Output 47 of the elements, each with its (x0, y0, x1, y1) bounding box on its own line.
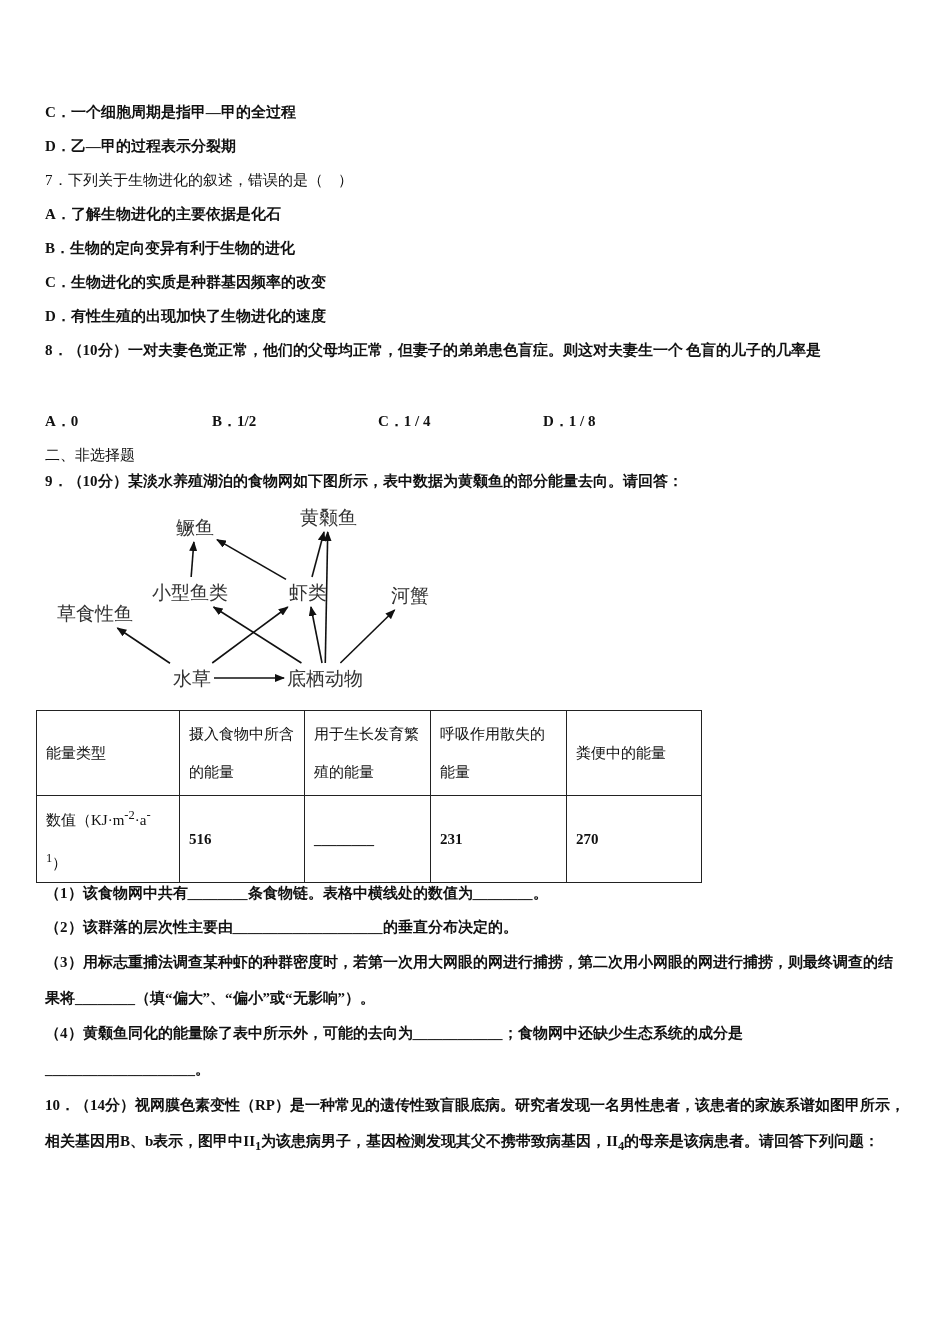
table-cell: 270 (566, 795, 702, 883)
food-web-label: 草食性鱼 (57, 601, 133, 625)
table-cell: 数值（KJ·m$^{-2}$·a$^{-}$$^{1}$） (36, 795, 180, 883)
answer-option: C．生物进化的实质是种群基因频率的改变 (45, 264, 326, 300)
answer-option: B．生物的定向变异有利于生物的进化 (45, 230, 295, 266)
arrow (211, 606, 289, 664)
answer-option: A．了解生物进化的主要依据是化石 (45, 196, 281, 232)
arrow (311, 531, 326, 578)
table-cell: 呼吸作用散失的能量 (430, 710, 567, 796)
question-text: 8．（10分）一对夫妻色觉正常，他们的父母均正常，但妻子的弟弟患色盲症。则这对夫妻生一个 色盲的儿子的几率是 (45, 341, 823, 360)
food-web-label: 鳜鱼 (176, 515, 214, 539)
arrow (116, 627, 171, 665)
answer-option: B．1/2 (212, 403, 257, 439)
answer-option: C．1 / 4 (378, 403, 431, 439)
answer-option: D．1 / 8 (543, 403, 596, 439)
question-text: 10．（14分）视网膜色素变性（RP）是一种常见的遗传性致盲眼底病。研究者发现一名男性患者，该患者的家族系谱如图甲所示，相关基因用B、b表示，图甲中II$_{1}$为该患病男子，基因检测发现其父不携带致病基因，II$_{4}$的母亲是该病患者。请回答下列问题： (45, 1096, 905, 1155)
food-web-label: 小型鱼类 (152, 580, 228, 604)
question-text: （4）黄颡鱼同化的能量除了表中所示外，可能的去向为____________；食物网中还缺少生态系统的成分是____________________。 (45, 1024, 744, 1079)
answer-option: C．一个细胞周期是指甲—甲的全过程 (45, 94, 296, 130)
answer-option: D．乙—甲的过程表示分裂期 (45, 128, 236, 164)
food-web-label: 河蟹 (391, 583, 429, 607)
question-text: 7．下列关于生物进化的叙述，错误的是（ ） (45, 171, 353, 190)
table-cell: 231 (430, 795, 567, 883)
question-text: （3）用标志重捕法调查某种虾的种群密度时，若第一次用大网眼的网进行捕捞，第二次用小网眼的网进行捕捞，则最终调查的结果将________（填“偏大”、“偏小”或“无影响”）。 (45, 953, 894, 1008)
table-cell: ________ (304, 795, 431, 883)
arrow (189, 541, 198, 578)
arrow (216, 538, 287, 581)
table-cell: 能量类型 (36, 710, 180, 796)
section-heading: 二、非选择题 (45, 446, 135, 465)
food-web-label: 底栖动物 (287, 666, 363, 690)
arrow (308, 606, 323, 664)
table-cell: 摄入食物中所含的能量 (179, 710, 305, 796)
table-cell: 用于生长发育繁殖的能量 (304, 710, 431, 796)
question-text: （1）该食物网中共有________条食物链。表格中横线处的数值为________。 (45, 884, 548, 903)
question-text: （2）该群落的层次性主要由____________________的垂直分布决定的。 (45, 918, 518, 937)
arrow (213, 674, 285, 682)
food-web-label: 水草 (173, 666, 211, 690)
arrow (339, 609, 396, 664)
answer-option: D．有性生殖的出现加快了生物进化的速度 (45, 298, 326, 334)
food-web-label: 黄颡鱼 (299, 505, 357, 529)
answer-option: A．0 (45, 403, 79, 439)
question-text: 9．（10分）某淡水养殖湖泊的食物网如下图所示，表中数据为黄颡鱼的部分能量去向。请回答： (45, 472, 683, 491)
arrow (212, 606, 303, 664)
arrow (323, 531, 332, 664)
table-cell: 粪便中的能量 (566, 710, 702, 796)
food-web-label: 虾类 (289, 580, 327, 604)
table-cell: 516 (179, 795, 305, 883)
